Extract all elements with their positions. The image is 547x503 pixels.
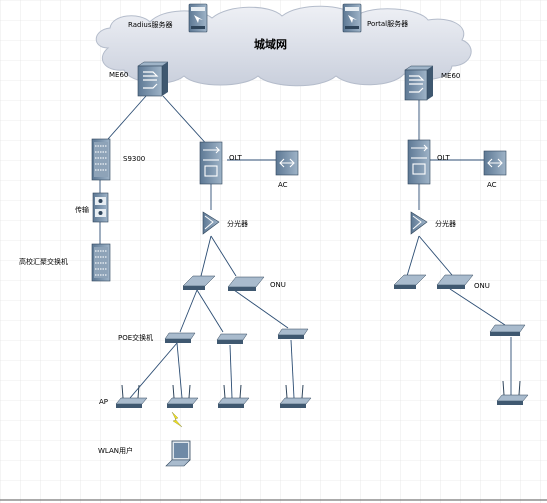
ap-3-icon: [217, 384, 250, 408]
poe-switch-2-icon: [216, 333, 248, 344]
splitter-right-icon: [410, 211, 428, 235]
poe-switch-3-icon: [277, 328, 309, 339]
wlan-user-label: WLAN用户: [98, 447, 134, 455]
me60-router-left-icon: [137, 61, 169, 97]
splitter-left-label: 分光器: [227, 220, 248, 228]
ac-right-label: AC: [487, 181, 497, 189]
onu-left-label: ONU: [270, 281, 286, 289]
onu-left-1-icon: [182, 275, 216, 290]
wireless-signal-icon: [171, 411, 183, 428]
portal-server-icon: [342, 3, 362, 33]
poe-switch-4-icon: [489, 324, 526, 336]
transmission-label: 传输: [75, 206, 89, 214]
onu-right-2-icon: [436, 274, 474, 289]
campus-switch-label: 高校汇聚交换机: [19, 258, 68, 266]
olt-left-label: OLT: [229, 154, 242, 162]
s9300-label: S9300: [123, 155, 146, 163]
s9300-switch-icon: [91, 138, 111, 181]
olt-right-icon: [407, 139, 431, 185]
portal-server-label: Portal服务器: [367, 20, 409, 28]
olt-left-icon: [199, 141, 223, 185]
transmission-device-icon: [92, 192, 109, 223]
ap-4-icon: [279, 384, 312, 408]
poe-switch-1-icon: [164, 332, 196, 343]
onu-right-1-icon: [393, 274, 427, 289]
ac-left-label: AC: [278, 181, 288, 189]
me60-left-label: ME60: [109, 71, 129, 79]
onu-right-label: ONU: [474, 282, 490, 290]
onu-left-2-icon: [227, 276, 265, 291]
splitter-left-icon: [202, 211, 220, 235]
ap-1-icon: [115, 384, 148, 408]
ac-controller-right-icon: [483, 150, 507, 176]
links: [99, 95, 512, 399]
ac-controller-left-icon: [275, 150, 299, 176]
me60-router-right-icon: [404, 65, 434, 101]
poe-switch-label: POE交换机: [118, 334, 154, 342]
metro-network-label: 城域网: [254, 38, 287, 51]
ap-2-icon: [166, 384, 199, 408]
olt-right-label: OLT: [437, 154, 450, 162]
splitter-right-label: 分光器: [435, 220, 456, 228]
radius-server-icon: [188, 3, 208, 33]
me60-right-label: ME60: [441, 72, 461, 80]
laptop-icon: [165, 440, 191, 467]
ap-5-icon: [496, 380, 529, 405]
radius-server-label: Radius服务器: [128, 21, 173, 29]
campus-aggregation-switch-icon: [91, 243, 111, 282]
ap-label: AP: [99, 398, 109, 406]
